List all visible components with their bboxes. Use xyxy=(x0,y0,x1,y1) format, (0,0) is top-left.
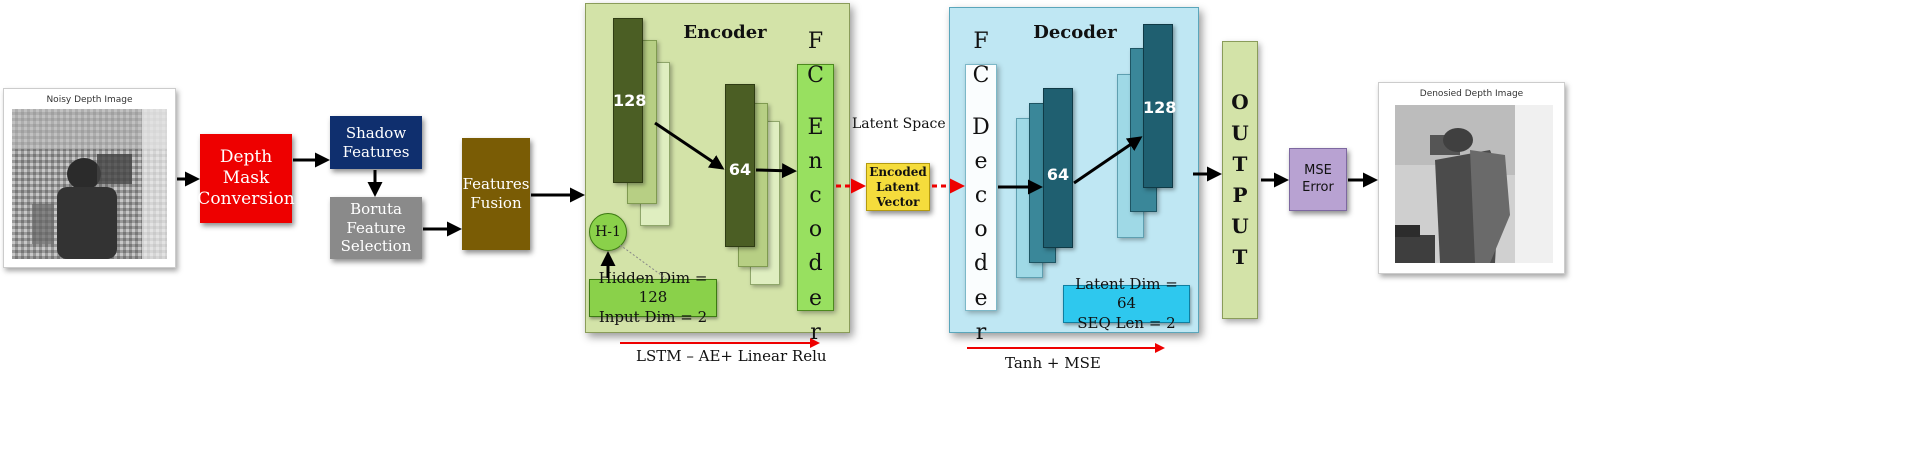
fc-decoder-letter: e xyxy=(974,285,988,311)
fc-decoder-letter: c xyxy=(974,183,988,209)
output-letter: O xyxy=(1231,90,1249,114)
arrow-declayer1-to-layer2 xyxy=(1073,136,1143,185)
boruta-feature-selection-label: Boruta Feature Selection xyxy=(340,199,412,256)
features-fusion-block: Features Fusion xyxy=(462,138,530,250)
boruta-feature-selection-block: Boruta Feature Selection xyxy=(330,197,422,259)
encoded-latent-vector-block: Encoded Latent Vector xyxy=(866,163,930,211)
noisy-depth-image-frame: Noisy Depth Image xyxy=(3,88,176,268)
denoised-depth-image-caption: Denosied Depth Image xyxy=(1419,89,1524,99)
fc-encoder-letter: o xyxy=(808,217,823,243)
noisy-depth-image xyxy=(12,109,167,259)
decoder-lstm-layer2 xyxy=(1143,24,1173,188)
latent-space-label: Latent Space xyxy=(852,116,946,132)
fc-encoder-letter: n xyxy=(808,149,823,175)
depth-mask-conversion-block: Depth Mask Conversion xyxy=(197,134,295,223)
fc-decoder-letter: d xyxy=(973,251,989,277)
decoder-params-text: Latent Dim = 64 SEQ Len = 2 xyxy=(1075,274,1178,332)
fc-encoder-letter: d xyxy=(808,251,823,277)
fc-encoder-letter: F xyxy=(807,29,824,55)
fc-decoder-letter: o xyxy=(974,217,988,243)
features-fusion-label: Features Fusion xyxy=(462,175,530,212)
arrow-layer1-to-layer2 xyxy=(654,121,725,170)
dotted-line-h1-to-params xyxy=(619,244,669,281)
denoised-depth-image-frame: Denosied Depth Image xyxy=(1378,82,1565,274)
encoder-caption: LSTM – AE+ Linear Relu xyxy=(636,347,827,365)
decoder-layer1-units: 64 xyxy=(1046,165,1070,184)
fc-encoder-letter: E xyxy=(807,115,824,141)
fc-decoder-letter: C xyxy=(972,63,990,89)
hidden-state-label: H-1 xyxy=(595,224,621,240)
output-letter: T xyxy=(1232,152,1248,176)
depth-mask-conversion-label: Depth Mask Conversion xyxy=(197,146,295,210)
output-letter: U xyxy=(1231,121,1249,145)
fc-decoder-letter: e xyxy=(974,149,988,175)
encoder-lstm-layer1 xyxy=(613,18,643,183)
output-letter: U xyxy=(1231,214,1249,238)
arrow-layer2-to-fc xyxy=(755,163,797,179)
shadow-features-block: Shadow Features xyxy=(330,116,422,169)
fc-decoder-letter: D xyxy=(972,115,990,141)
decoder-caption: Tanh + MSE xyxy=(1005,354,1101,372)
decoder-lstm-layer1 xyxy=(1043,88,1073,248)
encoder-layer2-units: 64 xyxy=(728,160,752,179)
encoder-title: Encoder xyxy=(683,22,767,43)
encoder-params-box: Hidden Dim = 128 Input Dim = 2 xyxy=(589,269,717,326)
fc-decoder-letter: r xyxy=(975,319,987,345)
encoder-params-text: Hidden Dim = 128 Input Dim = 2 xyxy=(598,268,708,326)
mse-error-block: MSE Error xyxy=(1289,148,1347,211)
fc-encoder-letter: c xyxy=(809,183,822,209)
encoder-layer1-units: 128 xyxy=(613,91,647,110)
decoder-title: Decoder xyxy=(1033,22,1117,43)
output-letter: T xyxy=(1232,245,1248,269)
output-letter: P xyxy=(1232,183,1248,207)
shadow-features-label: Shadow Features xyxy=(342,123,410,161)
noisy-depth-image-caption: Noisy Depth Image xyxy=(46,95,133,105)
encoded-latent-vector-label: Encoded Latent Vector xyxy=(869,164,927,209)
hidden-state-circle: H-1 xyxy=(589,213,627,251)
encoder-lstm-layer2 xyxy=(725,84,755,247)
mse-error-label: MSE Error xyxy=(1302,163,1334,195)
fc-encoder-letter: r xyxy=(810,319,821,345)
denoised-depth-image xyxy=(1395,105,1553,263)
fc-encoder-letter: C xyxy=(807,63,824,89)
fc-decoder-letter: F xyxy=(973,29,989,55)
fc-encoder-letter: e xyxy=(808,285,823,311)
decoder-params-box: Latent Dim = 64 SEQ Len = 2 xyxy=(1063,275,1190,332)
decoder-layer2-units: 128 xyxy=(1143,98,1177,117)
